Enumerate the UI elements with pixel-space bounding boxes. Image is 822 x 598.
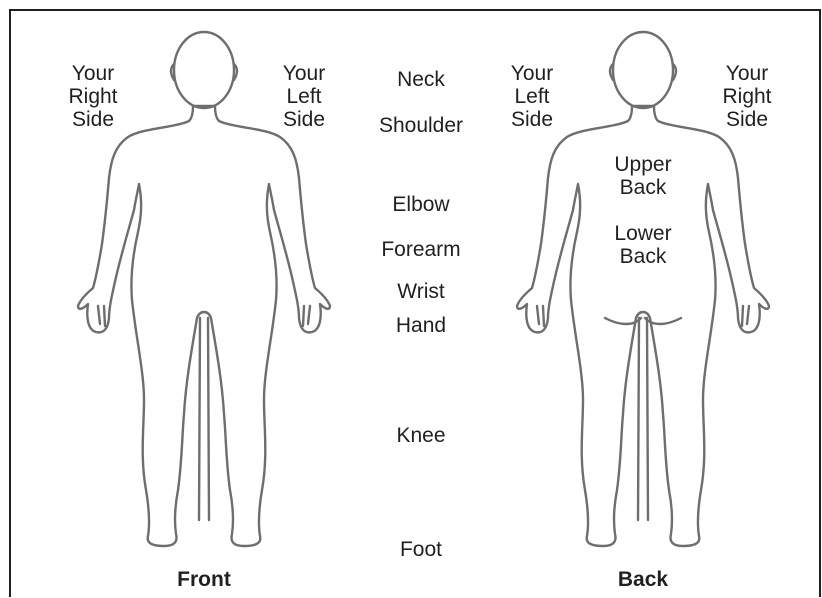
back-left-side-label: Your Left Side xyxy=(497,62,567,131)
neck-label: Neck xyxy=(366,68,476,91)
back-caption: Back xyxy=(593,568,693,592)
forearm-label: Forearm xyxy=(366,238,476,261)
gluteal-line xyxy=(605,318,681,324)
shoulder-label: Shoulder xyxy=(366,114,476,137)
foot-label: Foot xyxy=(366,538,476,561)
hand-label: Hand xyxy=(366,314,476,337)
front-caption: Front xyxy=(154,568,254,592)
front-right-side-label: Your Right Side xyxy=(58,62,128,131)
front-left-side-label: Your Left Side xyxy=(269,62,339,131)
elbow-label: Elbow xyxy=(366,193,476,216)
knee-label: Knee xyxy=(366,424,476,447)
wrist-label: Wrist xyxy=(366,280,476,303)
lower-back-label: Lower Back xyxy=(598,222,688,268)
upper-back-label: Upper Back xyxy=(598,153,688,199)
back-right-side-label: Your Right Side xyxy=(712,62,782,131)
